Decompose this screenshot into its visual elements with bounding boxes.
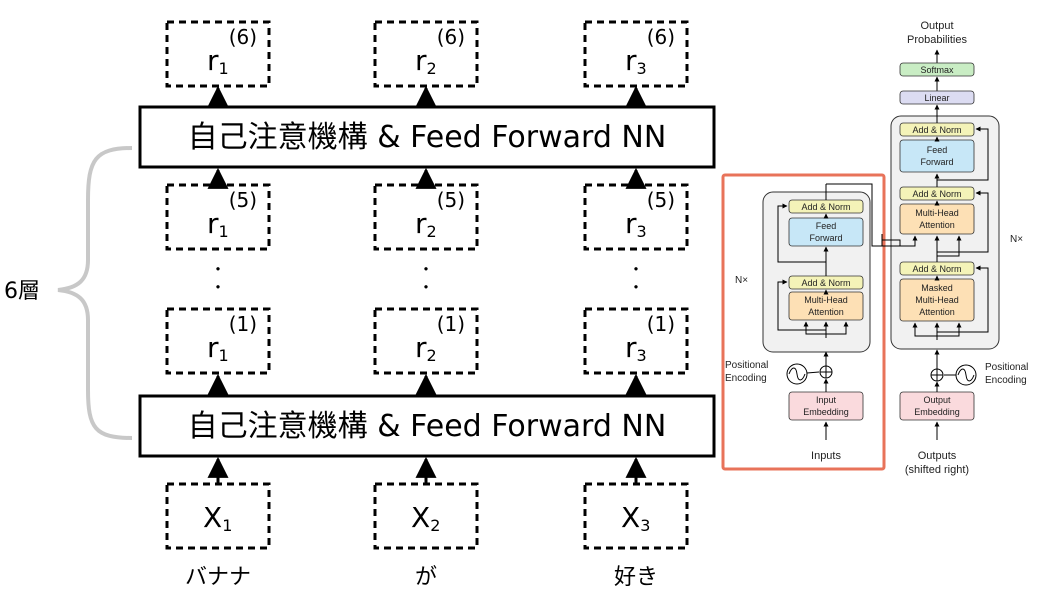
outputs-label-1: Outputs [918, 450, 957, 462]
r-top-label: r2(6) [415, 25, 465, 78]
column-1: r1(6) r1(5) ・ ・ r1(1) X1 バナナ [165, 20, 271, 590]
output-prob-label-1: Output [920, 20, 953, 32]
enc-pos-label-1: Positional [725, 360, 768, 371]
dec-mha-label-2: Attention [919, 220, 955, 230]
r-low-label: r3(1) [625, 312, 675, 365]
decoder-nx: N× [1010, 234, 1023, 245]
ellipsis: ・ [210, 278, 226, 297]
word-label: が [415, 565, 437, 590]
layer-count-label: 6層 [4, 279, 40, 304]
linear-label: Linear [924, 93, 949, 103]
enc-pos-label-2: Encoding [725, 373, 767, 384]
dec-addnorm-3-label: Add & Norm [912, 264, 961, 274]
r-mid-label: r3(5) [625, 188, 675, 241]
word-label: バナナ [185, 565, 251, 590]
r-low-box [373, 307, 479, 375]
r-top-label: r1(6) [207, 25, 257, 78]
ellipsis: ・ [628, 260, 644, 279]
dec-masked-label-3: Attention [919, 307, 955, 317]
dec-ff-label-1: Feed [927, 145, 948, 155]
inputs-label: Inputs [811, 450, 841, 462]
input-emb-label-2: Embedding [803, 407, 849, 417]
bottom-block-label: 自己注意機構 & Feed Forward NN [188, 409, 667, 444]
r-low-box [583, 307, 689, 375]
x-input-label: X3 [621, 501, 650, 535]
decoder-connectors [882, 49, 989, 340]
outputs-label-2: (shifted right) [905, 464, 969, 476]
dec-addnorm-2-label: Add & Norm [912, 189, 961, 199]
encoder-layer [762, 191, 871, 353]
layer-brace [57, 146, 133, 440]
bottom-block [138, 394, 716, 458]
ellipsis: ・ [418, 278, 434, 297]
enc-addnorm-bottom-label: Add & Norm [801, 278, 850, 288]
linear-block [899, 90, 975, 105]
r-mid-label: r1(5) [207, 188, 257, 241]
ellipsis: ・ [418, 260, 434, 279]
dec-pos-label-2: Encoding [985, 375, 1027, 386]
output-prob-label-2: Probabilities [907, 34, 967, 46]
ellipsis: ・ [628, 278, 644, 297]
dec-pos-label-1: Positional [985, 362, 1028, 373]
enc-mha-label-2: Attention [808, 307, 844, 317]
encoder-connectors [777, 183, 883, 338]
enc-mha-label-1: Multi-Head [804, 295, 848, 305]
word-label: 好き [614, 565, 658, 590]
column-3: r3(6) r3(5) ・ ・ r3(1) X3 好き [583, 20, 689, 590]
encoder-highlight [721, 173, 886, 471]
top-block-label: 自己注意機構 & Feed Forward NN [188, 120, 667, 155]
x-input-label: X1 [203, 501, 232, 535]
input-emb-label-1: Input [816, 395, 837, 405]
enc-ff-label-2: Forward [809, 233, 842, 243]
softmax-label: Softmax [920, 65, 954, 75]
dec-mha-label-1: Multi-Head [915, 208, 959, 218]
ellipsis: ・ [210, 260, 226, 279]
dec-addnorm-1-label: Add & Norm [912, 125, 961, 135]
dec-masked-label-2: Multi-Head [915, 295, 959, 305]
r-mid-label: r2(5) [415, 188, 465, 241]
softmax-block [899, 62, 975, 77]
x-input-label: X2 [411, 501, 440, 535]
dec-ff-label-2: Forward [920, 157, 953, 167]
dec-masked-label-1: Masked [921, 283, 953, 293]
enc-addnorm-top-label: Add & Norm [801, 202, 850, 212]
enc-ff-label-1: Feed [816, 221, 837, 231]
column-2: r2(6) r2(5) ・ ・ r2(1) X2 が [373, 20, 479, 590]
r-low-label: r2(1) [415, 312, 465, 365]
encoder-nx: N× [735, 275, 748, 286]
r-top-label: r3(6) [625, 25, 675, 78]
output-emb-label-1: Output [923, 395, 951, 405]
output-emb-label-2: Embedding [914, 407, 960, 417]
r-low-label: r1(1) [207, 312, 257, 365]
top-block [138, 105, 716, 169]
r-low-box [165, 307, 271, 375]
